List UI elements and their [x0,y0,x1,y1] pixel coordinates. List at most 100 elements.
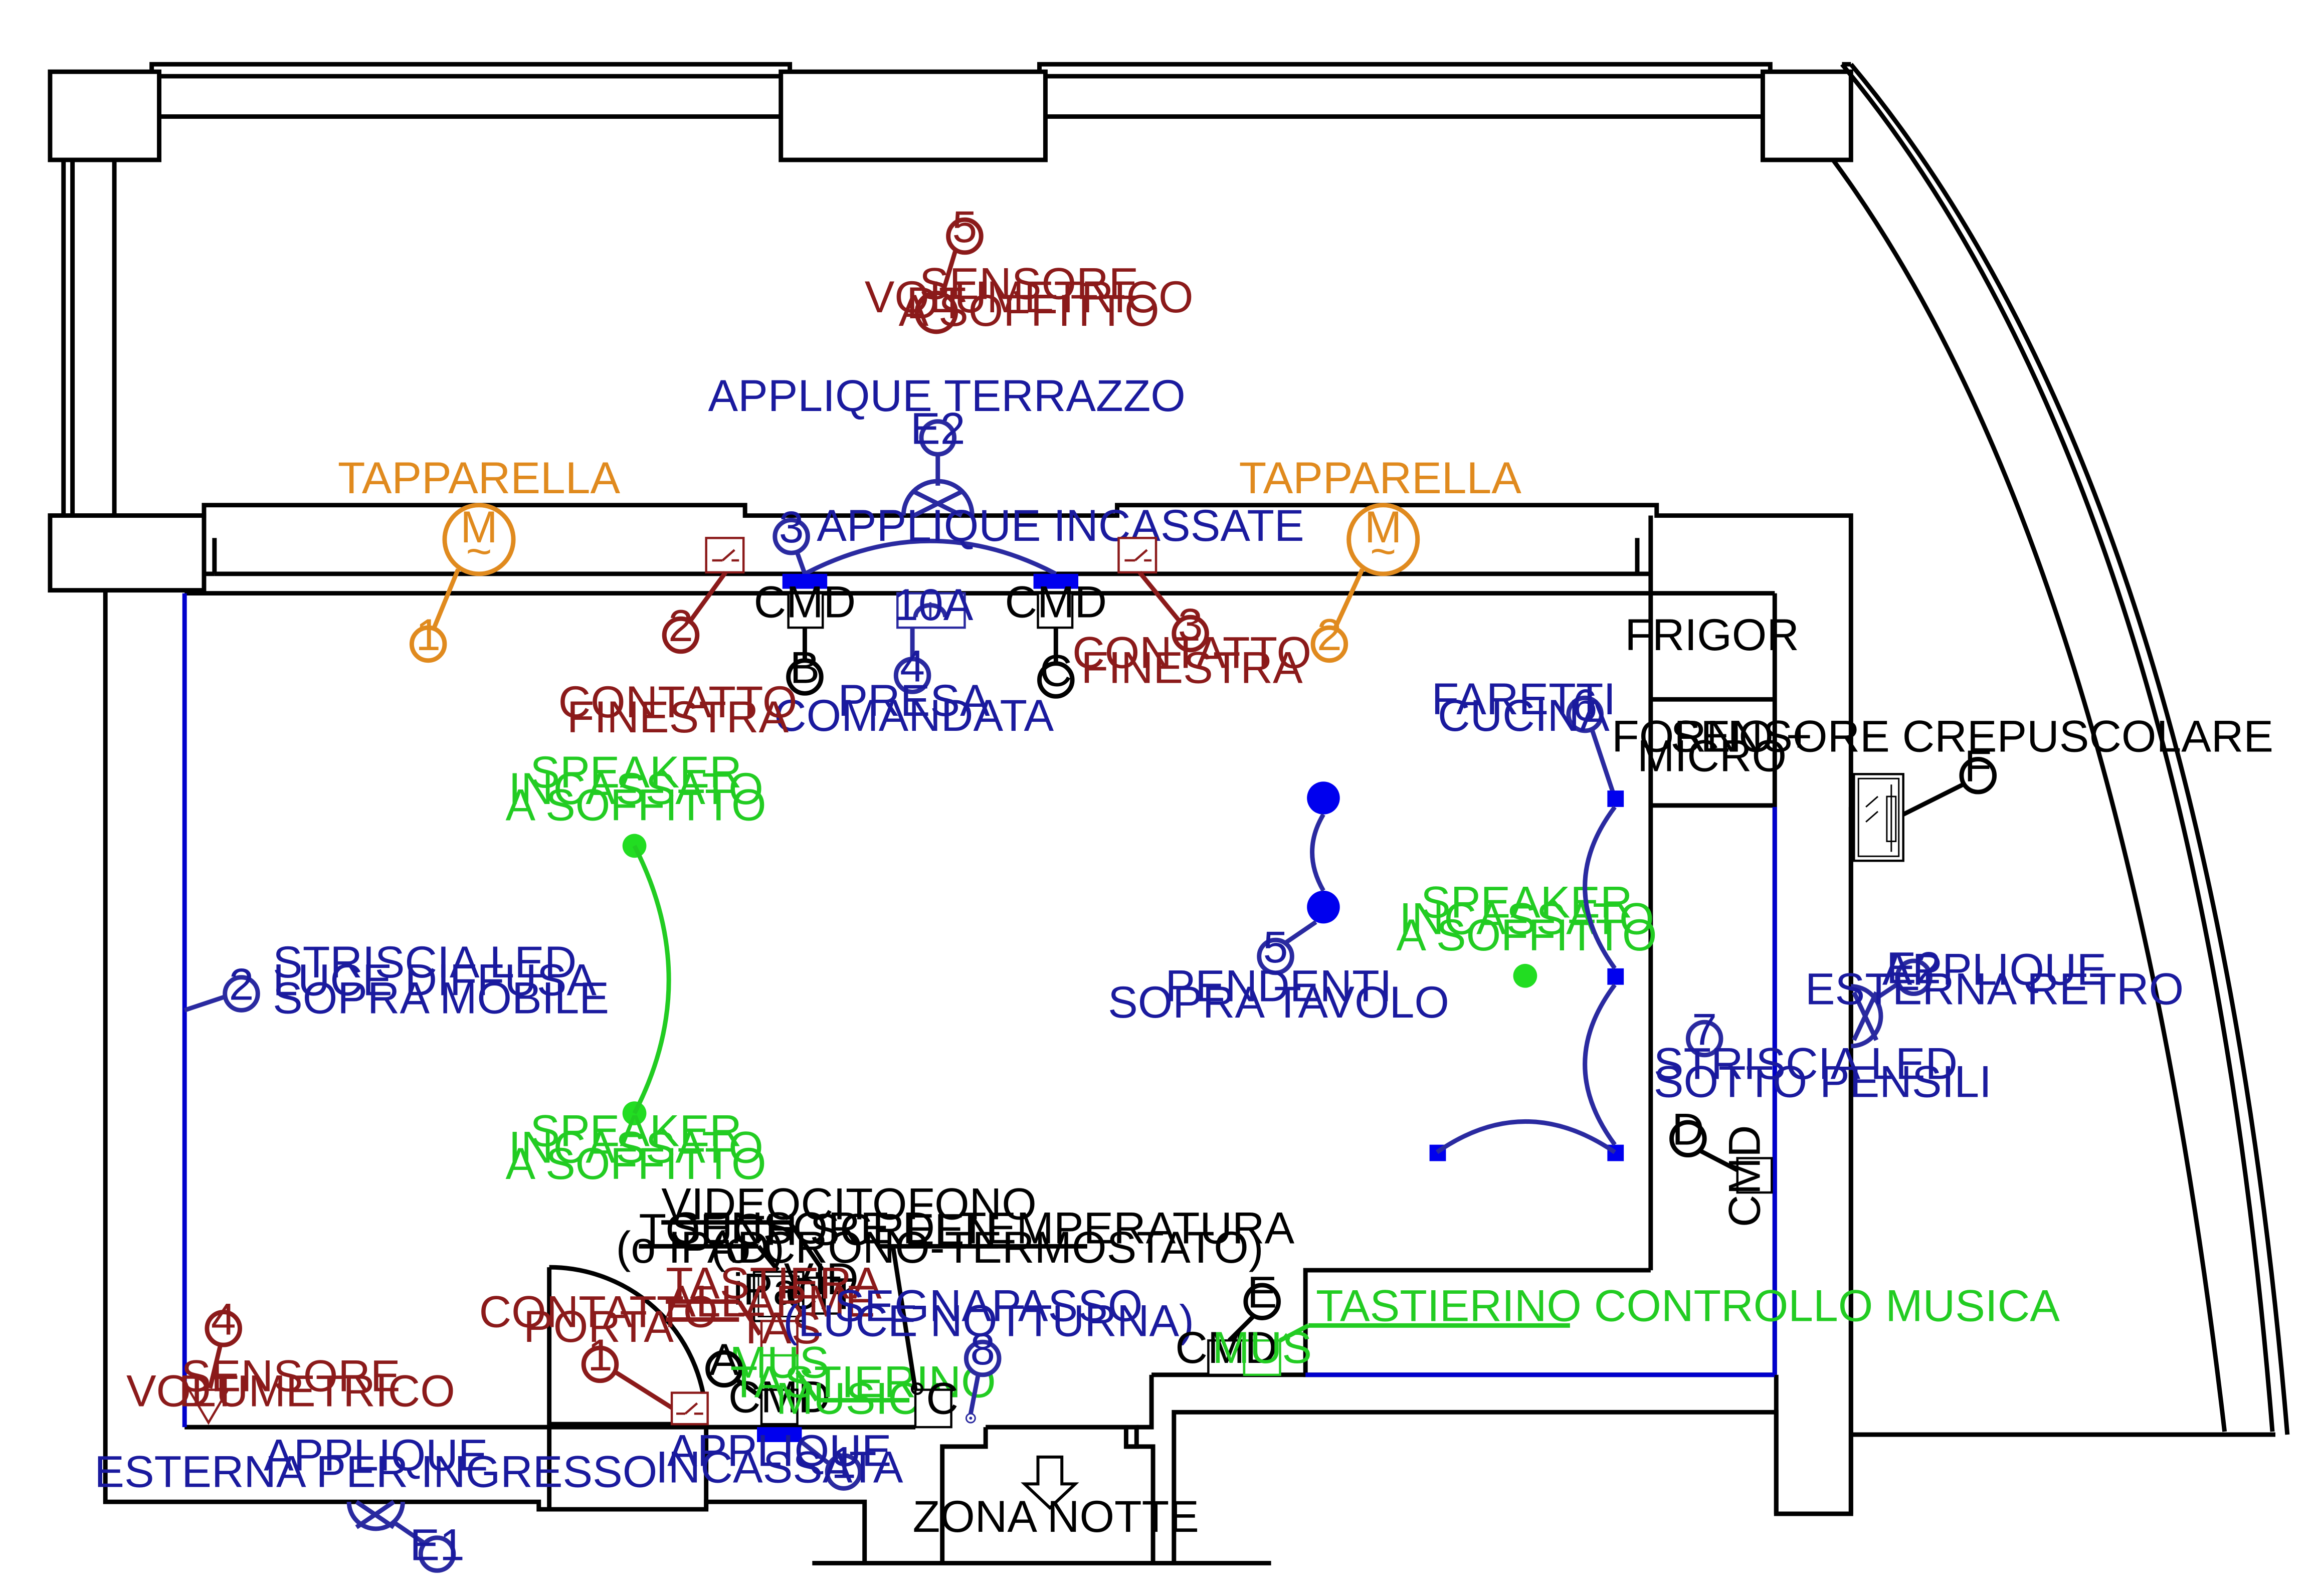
segnapasso [963,1339,1002,1424]
tapparella-left-symbol: M [460,502,498,552]
sensor4-symbol: DT [178,1365,238,1416]
sensor5-id: 5 [952,202,978,252]
tapparella-right-wave: ~ [1370,526,1396,576]
applique-ingresso-label-1: APPLIQUE [264,1430,488,1480]
applique-retro-label-2: ESTERNA RETRO [1805,963,2184,1014]
contatto-porta-label-1: CONTATTO [479,1286,718,1336]
cmd-c-id: C [1040,645,1072,695]
contatto-finestra-right-label-2: FINESTRA [1081,642,1303,692]
sensor4-label-2: VOLUMETRICO [126,1365,455,1416]
applique-retro-id: E2 [1886,943,1941,993]
speaker-bottom-label-1: SPEAKER [530,1106,741,1156]
presa-comandata [893,592,966,694]
mus-label: MUS [729,1337,829,1387]
cmd-d-id: D [1672,1104,1704,1154]
contatto-finestra-right [1117,537,1209,653]
pendenti [1257,781,1340,975]
faretti-cucina [1429,695,1624,1161]
applique-incassate [772,518,1079,589]
faretti-label-1: FARETTI [1432,674,1616,724]
tapparella-left-id: 1 [416,610,441,660]
striscia-led-label-2: LUCE DIFFUSA [273,955,597,1005]
speaker-right-label-3: A SOFFITTO [1396,910,1657,960]
cmd-a-device [705,1350,799,1426]
striscia-led-label-1: STRISCIA LED [273,937,576,987]
tapparella-right-id: 2 [1317,610,1342,660]
sensor4-label-1: SENSORE [181,1351,400,1401]
cmd-e [1207,1283,1281,1376]
pendenti-id: 5 [1263,922,1288,972]
pendenti-label-2: SOPRA TAVOLO [1108,977,1449,1027]
tapparella-right-symbol: M [1365,502,1402,552]
faretti-label-2: CUCINA [1438,690,1610,740]
sensor-volumetric-wall [187,1310,242,1425]
videocitofono-callout [639,1220,825,1272]
applique-incassata-id: 1 [831,1437,856,1487]
presa-label-2: COMANDATA [774,690,1054,740]
speaker-right-label-1: SPEAKER [1421,877,1632,927]
vid-label-1: VID [784,1254,859,1304]
crepuscolare-label: SENSORE CREPUSCOLARE [1671,711,2274,761]
videocitofono-label: VIDEOCITOFONO [661,1179,1037,1229]
cmd-b [786,592,824,696]
vid-label-2: CIT [785,1269,857,1319]
speaker-bottom-label-3: A SOFFITTO [506,1138,766,1188]
cmd-d-label: CMD [1719,1125,1769,1227]
applique-incassata-label-2: INCASSATA [656,1442,903,1492]
presa-rating: 10A [893,579,973,630]
applique-terrazzo-id: E2 [910,403,965,453]
tas-device [760,1320,799,1357]
zona-notte-arrow [1021,1455,1079,1510]
tastiera-label-1: TASTIERA [666,1258,882,1308]
cmd-c-label: CMD [1005,576,1107,627]
applique-incassate-id: 3 [779,502,804,552]
cmd-c [1037,592,1075,699]
label-zona-notte: ZONA NOTTE [913,1491,1199,1541]
crepuscolare-id: F [1964,741,1992,791]
speakers-left [622,834,671,1125]
contatto-porta-label-2: PORTA [523,1301,674,1351]
contatto-finestra-right-label-1: CONTATTO [1072,628,1311,678]
contatto-porta-id: 1 [588,1330,613,1380]
sensor4-id: 4 [211,1294,236,1344]
striscia-pensili-id: 7 [1692,1004,1717,1054]
speaker-top-label-1: SPEAKER [530,747,741,797]
tapparella-left-label: TAPPARELLA [338,453,621,503]
speaker-top-label-3: A SOFFITTO [506,780,766,830]
segnapasso-label-1: SEGNAPASSO [835,1280,1143,1330]
speaker-right [1513,963,1537,988]
applique-terrazzo-icon [901,419,975,518]
tastierino-controllo-label: TASTIERINO CONTROLLO MUSICA [1316,1280,2060,1330]
cmd-e-label: CMD [1175,1322,1277,1372]
striscia-pensili-label-2: SOTTO PENSILI [1654,1056,1992,1106]
tapparella-left [409,503,516,663]
temperatura-label-2: (o CRONO-TERMOSTATO) [711,1222,1264,1272]
cmd-d [1669,1120,1773,1194]
sensore-crepuscolare [1853,757,1997,862]
touch-label-2: (o IPAD) [616,1222,785,1272]
applique-incassata-label-1: APPLIQUE [667,1426,891,1476]
room-forno-1: FORNO + [1612,711,1812,761]
speaker-bottom-label-2: INCASSATO [508,1122,763,1172]
sensor5-label-1: SENSORE [919,258,1138,308]
cmd-b-label: CMD [754,576,856,627]
presa-label-1: PRESA [838,675,990,725]
tapparella-left-wave: ~ [466,526,492,576]
tastiera-allarme-callout [666,1299,762,1336]
sensor5-label-3: A SOFFITTO [899,285,1160,335]
contatto-porta [581,1345,709,1426]
presa-id: 4 [900,641,925,691]
contatto-finestra-left-label-2: FINESTRA [567,692,789,742]
tas-label: TAS [737,1303,821,1353]
striscia-pensili-label-1: STRISCIA LED [1654,1038,1958,1088]
tastierino-controllo-callout [1279,1323,1570,1343]
pendenti-label-1: PENDENTI [1165,960,1392,1011]
sensor-volumetric-ceiling [914,217,984,334]
applique-terrazzo-label: APPLIQUE TERRAZZO [708,370,1185,421]
striscia-led-2 [183,975,260,1013]
applique-incassate-label: APPLIQUE INCASSATE [817,500,1304,550]
segnapasso-id: 8 [970,1324,995,1374]
room-frigor: FRIGOR [1625,610,1799,660]
speaker-top-label-2: INCASSATO [508,763,763,814]
